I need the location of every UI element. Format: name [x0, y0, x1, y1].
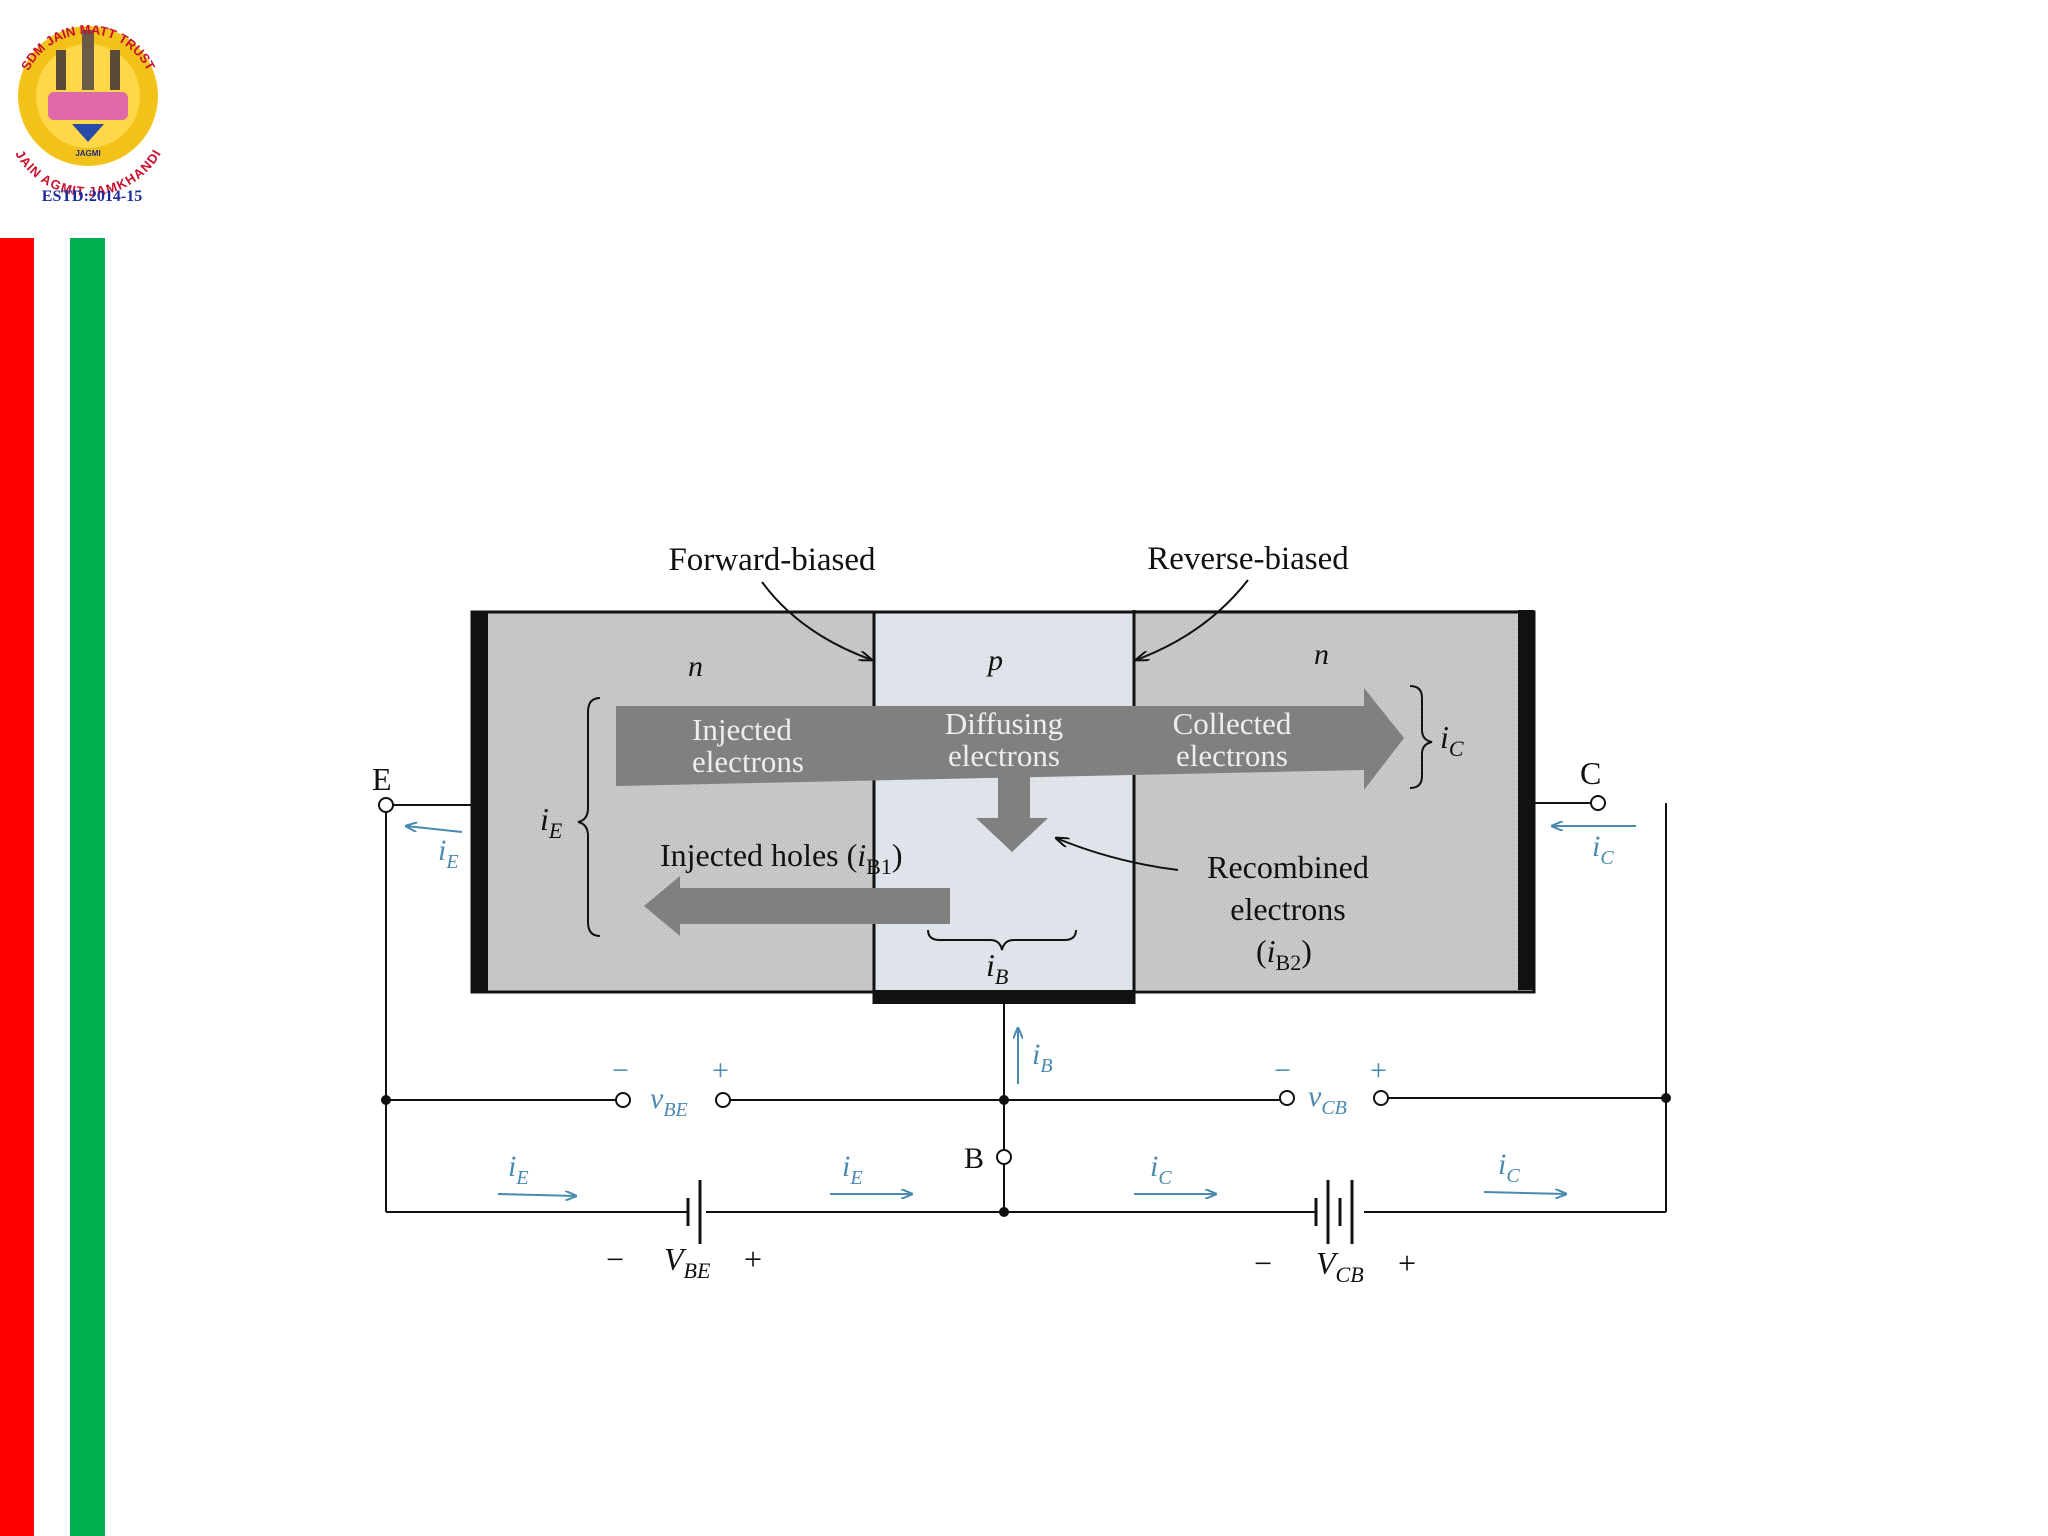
ic-mid-wire-label: iC [1150, 1150, 1172, 1189]
region-label-collector: n [1314, 638, 1329, 671]
vcb-minus-terminal[interactable] [1279, 1090, 1295, 1106]
vcb-minus-sign: − [1274, 1054, 1291, 1087]
trust-logo: SDM JAIN MATT TRUST JAIN AGMIT JAMKHANDI… [12, 22, 163, 205]
diffusing-electrons-line1: Diffusing [945, 706, 1063, 741]
vcb-plus-sign: + [1370, 1054, 1387, 1087]
vbe-minus-sign: − [612, 1054, 629, 1087]
recombined-label-line2: electrons [1230, 891, 1346, 927]
bat-cb-label: VCB [1316, 1245, 1364, 1287]
vbe-label: vBE [650, 1082, 688, 1121]
bat-cb-plus: + [1398, 1245, 1416, 1281]
base-current-brace [927, 929, 1077, 951]
diffusing-electrons-line2: electrons [948, 738, 1060, 773]
recombined-label-line1: Recombined [1207, 849, 1369, 885]
ie-mid-wire-label: iE [842, 1150, 863, 1189]
logo-established: ESTD:2014-15 [42, 188, 142, 205]
forward-biased-pointer [761, 581, 872, 660]
region-label-base: p [986, 644, 1003, 677]
node-base-top [999, 1095, 1009, 1105]
ib-wire-label: iB [1032, 1038, 1053, 1077]
base-contact [874, 990, 1134, 1004]
bat-be-minus: − [606, 1241, 624, 1277]
current-arrows [406, 826, 1636, 1196]
recombined-current-label: (iB2) [1256, 933, 1312, 975]
red-side-bar [0, 238, 34, 1536]
electron-flow-arrow [616, 688, 1404, 790]
emitter-region [472, 612, 874, 992]
ic-terminal-label: iC [1592, 830, 1614, 869]
reverse-biased-label: Reverse-biased [1147, 541, 1349, 577]
collector-current-label: iC [1440, 719, 1464, 761]
vbe-minus-terminal[interactable] [615, 1092, 631, 1108]
injected-holes-label: Injected holes (iB1) [660, 837, 902, 879]
green-side-bar [70, 238, 105, 1536]
terminal-e-label: E [372, 761, 392, 797]
terminal-b-label: B [964, 1142, 984, 1175]
hole-flow-arrow [644, 876, 950, 936]
collector-terminal[interactable] [1590, 795, 1606, 811]
bat-be-label: VBE [664, 1241, 711, 1283]
node-base-bottom [999, 1207, 1009, 1217]
vcb-label: vCB [1308, 1080, 1347, 1119]
logo-banner [48, 92, 128, 120]
collector-region [1134, 610, 1534, 990]
node-right [1661, 1093, 1671, 1103]
emitter-terminal[interactable] [378, 797, 394, 813]
injected-electrons-line2: electrons [692, 744, 804, 779]
logo-badge: JAGMI [75, 149, 100, 158]
ic-right-wire-label: iC [1498, 1148, 1520, 1187]
collector-current-brace [1409, 685, 1433, 789]
vbe-plus-sign: + [712, 1054, 729, 1087]
collected-electrons-line1: Collected [1173, 706, 1292, 741]
recombination-arrow [976, 770, 1048, 852]
ie-terminal-label: iE [438, 834, 459, 873]
bat-be-plus: + [744, 1241, 762, 1277]
forward-biased-label: Forward-biased [668, 542, 876, 578]
region-label-emitter: n [688, 650, 703, 683]
node-left [381, 1095, 391, 1105]
injected-electrons-line1: Injected [692, 712, 792, 747]
emitter-current-brace [577, 697, 601, 937]
reverse-biased-pointer [1136, 579, 1249, 660]
vcb-plus-terminal[interactable] [1373, 1090, 1389, 1106]
vbe-plus-terminal[interactable] [715, 1092, 731, 1108]
bat-cb-minus: − [1254, 1245, 1272, 1281]
emitter-contact [472, 612, 488, 992]
collector-contact [1518, 610, 1534, 990]
book-icon [72, 124, 104, 142]
base-terminal[interactable] [996, 1149, 1012, 1165]
base-current-inner-label: iB [986, 947, 1008, 989]
collected-electrons-line2: electrons [1176, 738, 1288, 773]
recombined-pointer [1056, 838, 1179, 871]
ie-left-wire-label: iE [508, 1150, 529, 1189]
emitter-current-label: iE [540, 801, 563, 843]
circuit-wires [385, 802, 1667, 1213]
terminal-c-label: C [1580, 755, 1601, 791]
